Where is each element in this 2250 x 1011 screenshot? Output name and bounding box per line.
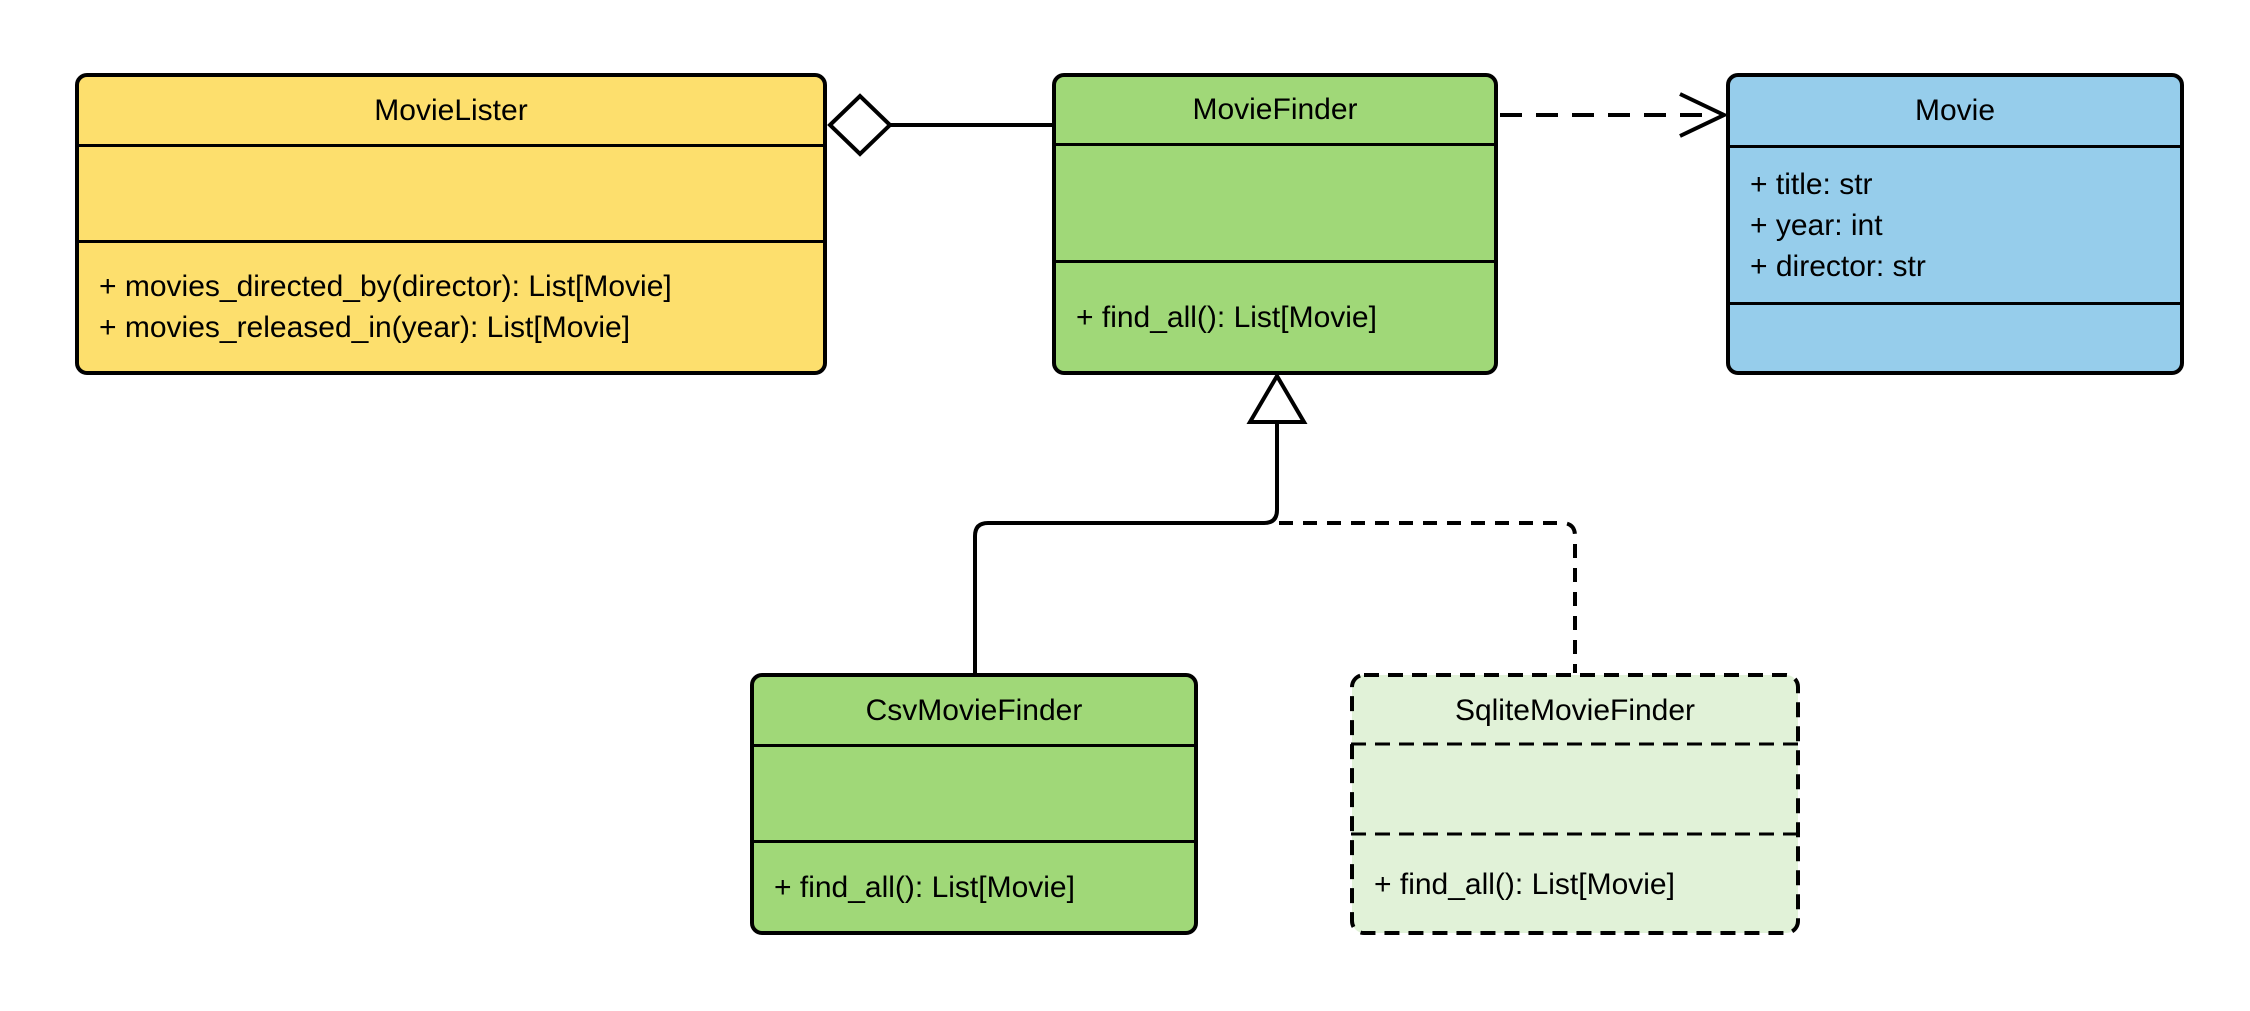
- attributes-section: [1056, 143, 1494, 260]
- inheritance-connector-solid: [973, 422, 1279, 673]
- attributes-section: [79, 144, 823, 240]
- class-title: Movie: [1730, 77, 2180, 145]
- hollow-diamond-marker: [827, 93, 893, 157]
- attributes-section: [1354, 744, 1796, 834]
- class-name-label: MovieFinder: [1192, 93, 1358, 126]
- aggregation-connector: [827, 93, 1054, 157]
- class-name-label: Movie: [1914, 94, 1996, 127]
- attribute-item: + director: str: [1750, 249, 1926, 283]
- methods-section: + find_all(): List[Movie]: [1056, 260, 1494, 371]
- dependency-connector: [1500, 92, 1729, 138]
- inheritance-connector-dashed: [1279, 521, 1577, 673]
- open-arrowhead-marker: [1679, 92, 1729, 138]
- methods-section: [1730, 302, 2180, 371]
- method-item: + find_all(): List[Movie]: [1076, 300, 1377, 334]
- class-moviefinder: MovieFinder + find_all(): List[Movie]: [1052, 73, 1498, 375]
- class-movielister: MovieLister + movies_directed_by(directo…: [75, 73, 827, 375]
- class-title: CsvMovieFinder: [754, 677, 1194, 744]
- class-name-label: MovieLister: [374, 93, 528, 127]
- class-title: MovieLister: [79, 77, 823, 144]
- method-item: + find_all(): List[Movie]: [774, 870, 1075, 904]
- class-name-label: SqliteMovieFinder: [1454, 693, 1696, 727]
- class-title: SqliteMovieFinder: [1354, 677, 1796, 744]
- method-item: + find_all(): List[Movie]: [1374, 867, 1675, 901]
- class-csvmoviefinder: CsvMovieFinder + find_all(): List[Movie]: [750, 673, 1198, 935]
- method-item: + movies_released_in(year): List[Movie]: [99, 311, 631, 344]
- method-item: + movies_directed_by(director): List[Mov…: [99, 270, 672, 303]
- methods-section: + movies_directed_by(director): List[Mov…: [79, 240, 823, 371]
- methods-section: + find_all(): List[Movie]: [754, 840, 1194, 931]
- methods-section: + find_all(): List[Movie]: [1354, 834, 1796, 931]
- hollow-triangle-marker: [1246, 372, 1308, 424]
- class-movie: Movie + title: str + year: int + directo…: [1726, 73, 2184, 375]
- class-sqlitemoviefinder: SqliteMovieFinder + find_all(): List[Mov…: [1350, 673, 1800, 935]
- class-title: MovieFinder: [1056, 77, 1494, 143]
- attribute-item: + year: int: [1750, 208, 1883, 242]
- attribute-item: + title: str: [1750, 167, 1873, 201]
- class-name-label: CsvMovieFinder: [865, 693, 1083, 727]
- attributes-section: + title: str + year: int + director: str: [1730, 145, 2180, 302]
- attributes-section: [754, 744, 1194, 840]
